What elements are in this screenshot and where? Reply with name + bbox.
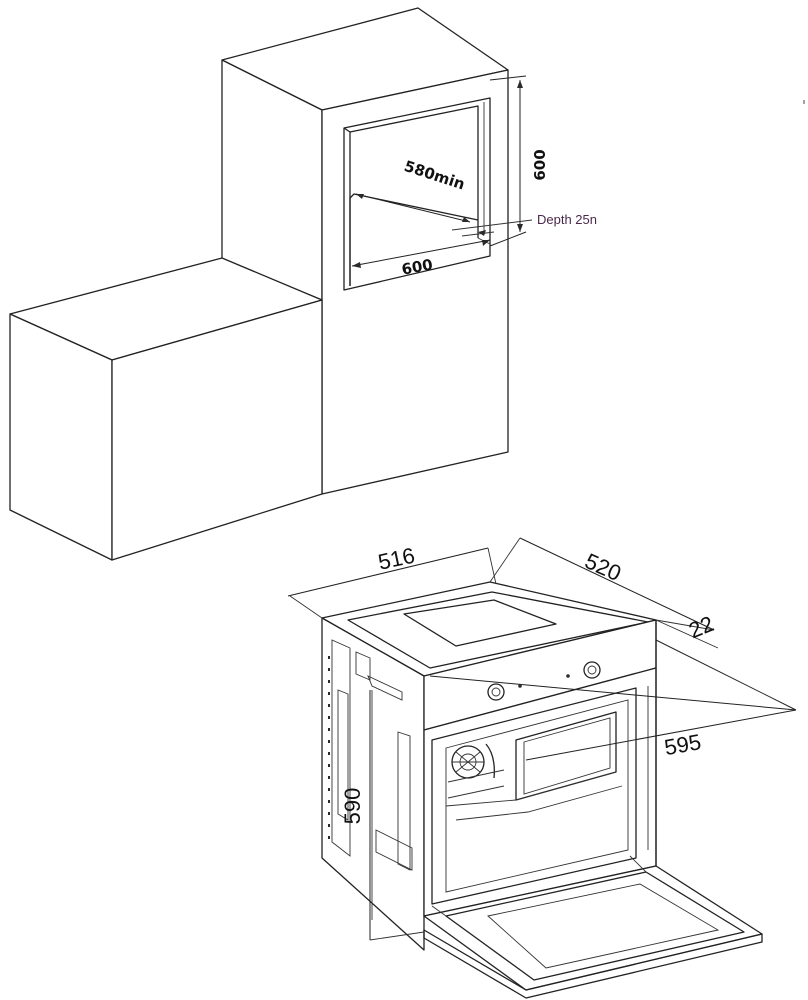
tall-cabinet [221, 7, 509, 495]
oven-niche [343, 97, 491, 291]
oven-body-height-label: 590 [340, 788, 365, 825]
base-cabinet-front [111, 299, 323, 561]
oven [321, 581, 763, 999]
oven-top-depth-label: 520 [581, 548, 625, 586]
right-knob-icon [583, 661, 601, 679]
cabinet-height-label: 600 [531, 149, 549, 180]
vent-holes [328, 656, 330, 839]
depth-note-label: Depth 25n [537, 212, 597, 227]
oven-top-width-label: 516 [376, 543, 417, 575]
base-cabinet [9, 257, 323, 561]
door-handle [423, 929, 763, 999]
oven-cavity [431, 687, 637, 905]
oven-left-side [321, 617, 425, 951]
cabinet-width-label: 600 [400, 255, 434, 278]
oven-front-width-label: 595 [662, 729, 703, 760]
fan-guard-icon [451, 743, 495, 779]
left-knob-icon [487, 683, 505, 701]
panel-thickness-label: 22 [685, 611, 717, 643]
